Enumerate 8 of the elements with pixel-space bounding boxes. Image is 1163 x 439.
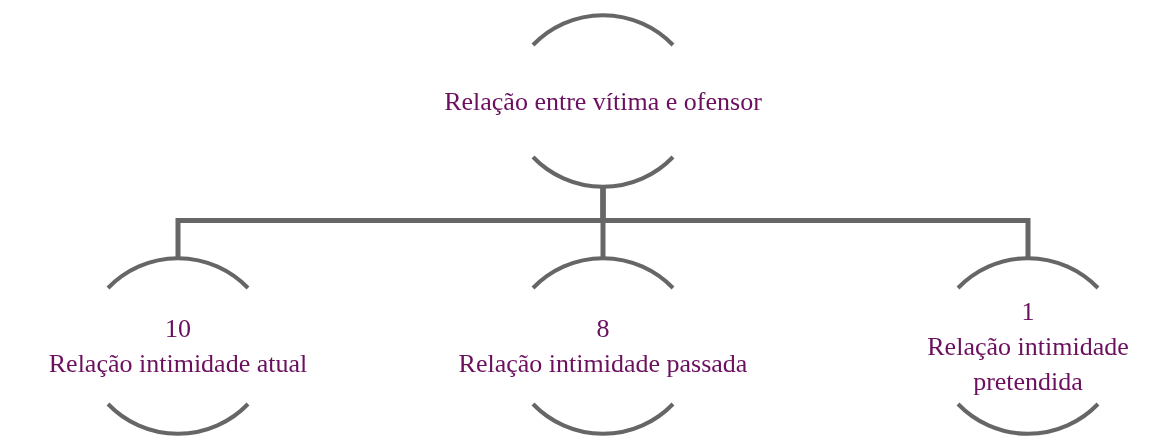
connector-line bbox=[600, 188, 1031, 257]
node-label: Relação intimidade passada bbox=[458, 348, 748, 380]
node-label: Relação intimidade atual bbox=[48, 348, 308, 380]
count-value: 8 bbox=[596, 313, 610, 345]
count-value: 1 bbox=[1021, 295, 1035, 328]
node-label: Relação entre vítima e ofensor bbox=[444, 85, 762, 118]
node-label: Relação intimidade pretendida bbox=[926, 330, 1130, 398]
count-value: 10 bbox=[165, 313, 191, 345]
